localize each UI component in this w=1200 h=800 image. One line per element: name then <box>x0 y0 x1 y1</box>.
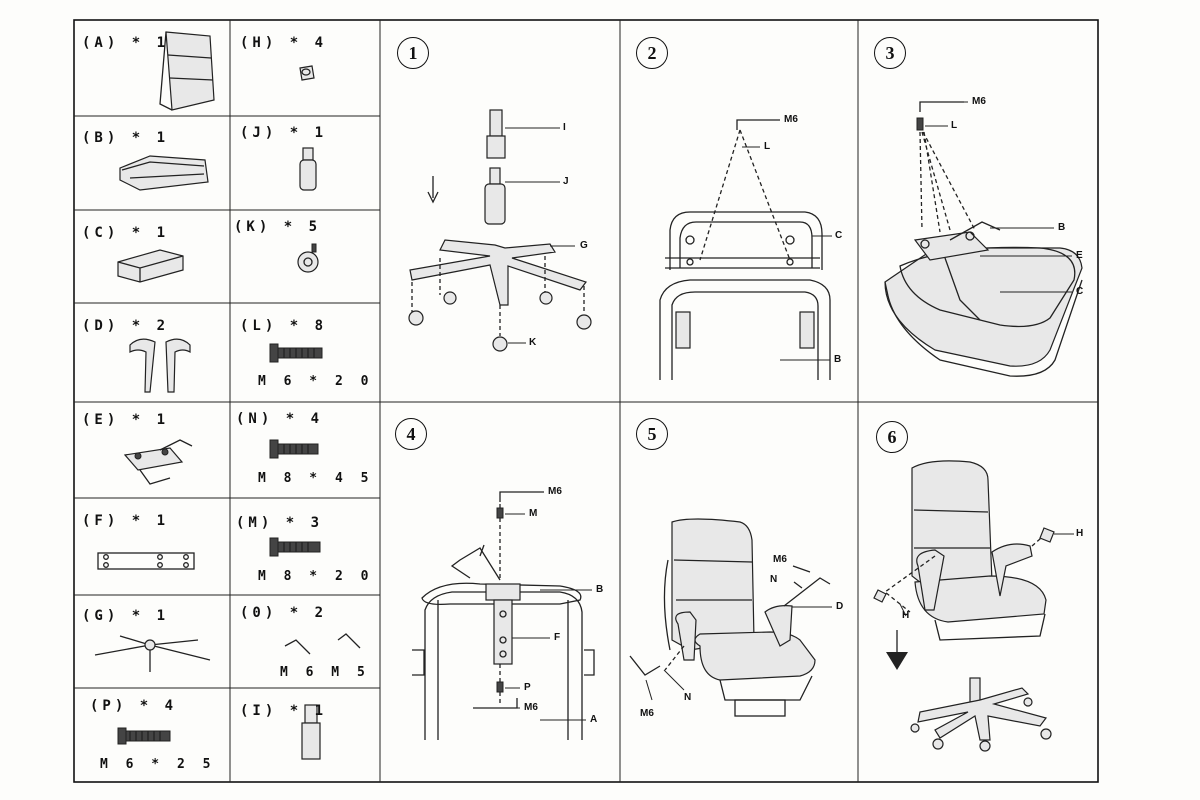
step-3-callout-m6: M6 <box>972 96 986 107</box>
step-6-callout-h-left: H <box>902 610 910 621</box>
part-n-bolt-drawing <box>269 439 319 459</box>
part-j-label: (J) * 1 <box>240 125 328 141</box>
part-o-spec: M 6 M 5 <box>280 665 370 680</box>
step-1-callout-g: G <box>580 240 588 251</box>
part-c-cushion-drawing <box>117 249 184 283</box>
step-2-drawing <box>659 119 832 380</box>
step-3-drawing <box>884 101 1083 377</box>
part-h-caps-drawing <box>299 65 315 81</box>
step-3-callout-b: B <box>1058 222 1066 233</box>
part-f-label: (F) * 1 <box>82 513 170 529</box>
step-4-callout-m6-top: M6 <box>548 486 562 497</box>
part-p-bolt-drawing <box>117 727 171 745</box>
step-4-callout-m6-bottom: M6 <box>524 702 538 713</box>
part-g-base-drawing <box>94 635 211 672</box>
step-2-callout-c: C <box>835 230 843 241</box>
step-2-callout-b: B <box>834 354 842 365</box>
step-5-callout-m6-right: M6 <box>773 554 787 565</box>
step-1-callout-i: I <box>563 122 566 133</box>
step-4-callout-f: F <box>554 632 561 643</box>
step-1-number: 1 <box>397 37 429 69</box>
step-3-number: 3 <box>874 37 906 69</box>
part-b-label: (B) * 1 <box>82 130 170 146</box>
part-i-label: (I) * 1 <box>240 703 328 719</box>
step-2-number: 2 <box>636 37 668 69</box>
step-4-number: 4 <box>395 418 427 450</box>
step-1-drawing <box>408 109 592 352</box>
step-5-number: 5 <box>636 418 668 450</box>
step-4-drawing <box>412 491 595 740</box>
step-3-callout-c: C <box>1076 286 1084 297</box>
part-a-backrest-drawing <box>159 31 215 111</box>
part-e-label: (E) * 1 <box>82 412 170 428</box>
step-4-callout-p: P <box>524 682 531 693</box>
part-o-hexkeys-drawing <box>284 633 361 655</box>
step-5-drawing <box>629 518 832 717</box>
part-n-spec: M 8 * 4 5 <box>258 471 374 486</box>
part-a-label: (A) * 1 <box>82 35 170 51</box>
part-b-seat-drawing <box>119 155 209 191</box>
step-6-number: 6 <box>876 421 908 453</box>
part-l-bolt-drawing <box>269 343 323 363</box>
part-p-label: (P) * 4 <box>90 698 178 714</box>
part-j-gaslift-drawing <box>299 147 317 191</box>
part-i-sleeve-drawing <box>301 704 321 760</box>
part-n-label: (N) * 4 <box>236 411 324 427</box>
part-h-label: (H) * 4 <box>240 35 328 51</box>
part-g-label: (G) * 1 <box>82 608 170 624</box>
step-1-callout-j: J <box>563 176 569 187</box>
part-k-caster-drawing <box>297 243 319 273</box>
part-m-spec: M 8 * 2 0 <box>258 569 374 584</box>
grid-lines <box>73 19 1099 783</box>
part-k-label: (K) * 5 <box>234 219 322 235</box>
step-4-callout-a: A <box>590 714 598 725</box>
part-c-label: (C) * 1 <box>82 225 170 241</box>
step-6-drawing <box>873 460 1074 752</box>
step-5-callout-n-right: N <box>770 574 778 585</box>
step-6-callout-h-right: H <box>1076 528 1084 539</box>
part-e-mechanism-drawing <box>123 439 193 485</box>
part-p-spec: M 6 * 2 5 <box>100 757 216 772</box>
step-5-callout-n-left: N <box>684 692 692 703</box>
step-5-callout-d: D <box>836 601 844 612</box>
part-o-label: (0) * 2 <box>240 605 328 621</box>
part-l-label: (L) * 8 <box>240 318 328 334</box>
step-1-callout-k: K <box>529 337 537 348</box>
step-5-callout-m6-left: M6 <box>640 708 654 719</box>
part-l-spec: M 6 * 2 0 <box>258 374 374 389</box>
step-3-callout-e: E <box>1076 250 1083 261</box>
part-d-label: (D) * 2 <box>82 318 170 334</box>
part-d-armrests-drawing <box>129 338 191 393</box>
step-2-callout-l: L <box>764 141 771 152</box>
step-4-callout-m: M <box>529 508 538 519</box>
part-f-plate-drawing <box>97 552 195 570</box>
step-2-callout-m6: M6 <box>784 114 798 125</box>
step-4-callout-b: B <box>596 584 604 595</box>
part-m-label: (M) * 3 <box>236 515 324 531</box>
part-m-bolt-drawing <box>269 537 321 557</box>
step-3-callout-l: L <box>951 120 958 131</box>
